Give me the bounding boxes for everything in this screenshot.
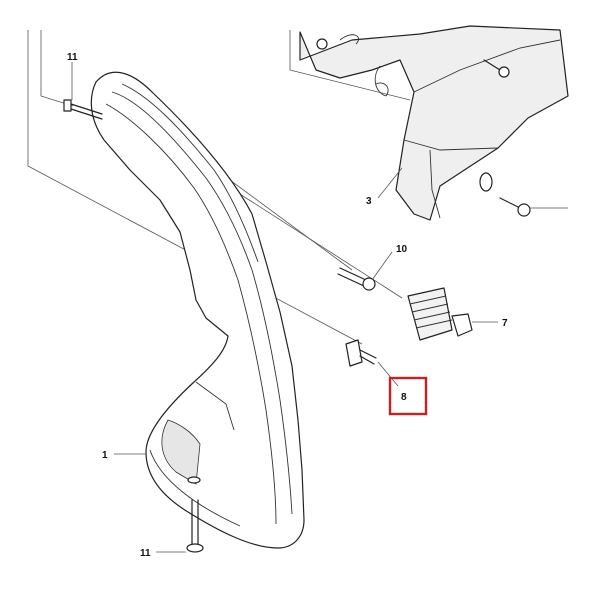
- callout-label-8: 8: [401, 392, 407, 403]
- handle-part: [90, 71, 305, 549]
- spring-7: [407, 287, 473, 341]
- bracket-part: [299, 25, 569, 221]
- callout-label-11-bottom: 11: [140, 548, 151, 559]
- callout-label-1: 1: [102, 450, 108, 461]
- handle-top-screw: [63, 99, 103, 120]
- handle-bottom-screw: [186, 499, 204, 553]
- bracket-top-screw: [483, 59, 510, 78]
- clip-spring: [374, 65, 389, 97]
- callout-leaders: [71, 62, 498, 553]
- callout-label-10: 10: [396, 244, 408, 255]
- callout-label-7: 7: [502, 318, 508, 329]
- bolt-8: [345, 339, 377, 367]
- callout-label-11-top: 11: [67, 52, 78, 63]
- screw-10: [337, 267, 376, 291]
- callout-label-3: 3: [366, 196, 372, 207]
- bracket-side-screw: [499, 197, 531, 217]
- highlight-box: [388, 376, 428, 416]
